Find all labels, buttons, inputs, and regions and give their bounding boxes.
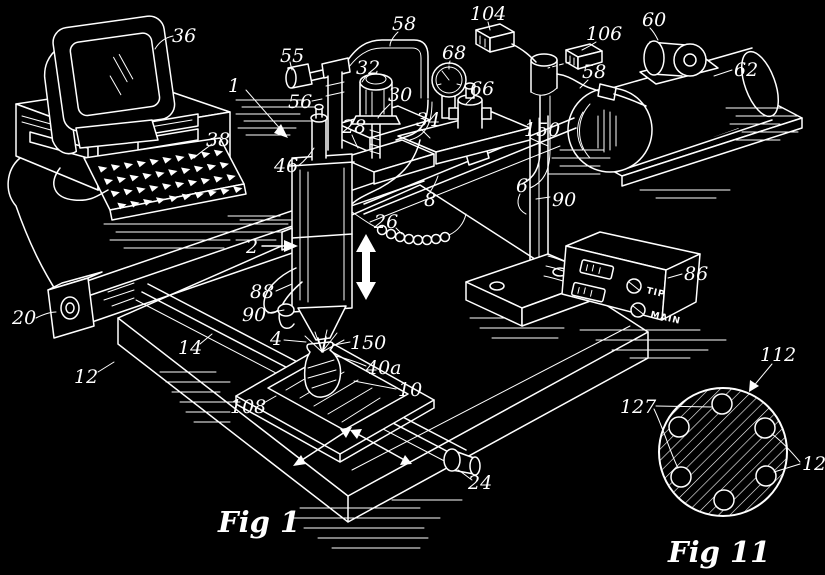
ref-label-8: 8 — [424, 189, 436, 211]
ref-label-1: 1 — [228, 75, 240, 97]
ref-label-150-lower: 150 — [350, 332, 386, 354]
fig11-caption: Fig 11 — [667, 535, 770, 569]
ref-label-90-right: 90 — [552, 189, 576, 211]
ref-label-112: 112 — [760, 344, 796, 366]
ref-label-6: 6 — [516, 175, 528, 197]
ref-label-62: 62 — [734, 59, 758, 81]
ref-label-12: 12 — [74, 366, 98, 388]
ref-label-4: 4 — [269, 328, 282, 350]
ref-label-34: 34 — [416, 109, 440, 131]
ref-label-60: 60 — [642, 9, 666, 31]
fig1-caption: Fig 1 — [217, 505, 300, 539]
ref-label-88: 88 — [250, 281, 274, 303]
ref-label-90-left: 90 — [242, 304, 266, 326]
ref-label-127: 127 — [620, 396, 657, 418]
ref-label-86: 86 — [684, 263, 708, 285]
ref-label-20: 20 — [11, 307, 36, 329]
ref-label-58-right: 58 — [582, 61, 606, 83]
ref-label-40a: 40a — [365, 357, 402, 379]
ref-label-38: 38 — [206, 129, 230, 151]
ref-label-2: 2 — [245, 236, 258, 258]
ref-label-32: 32 — [356, 57, 380, 79]
ref-label-108: 108 — [230, 396, 266, 418]
ref-label-46: 46 — [273, 155, 298, 177]
ref-label-26: 26 — [373, 211, 398, 233]
ref-label-150-upper: 150 — [524, 119, 560, 141]
ref-label-68: 68 — [442, 42, 466, 64]
ref-label-106: 106 — [586, 23, 622, 45]
ref-label-36: 36 — [172, 25, 196, 47]
ref-label-24: 24 — [467, 472, 492, 494]
ref-label-14: 14 — [178, 337, 202, 359]
ref-label-30: 30 — [388, 84, 412, 106]
ref-label-10: 10 — [398, 379, 422, 401]
ref-label-55: 55 — [280, 45, 304, 67]
ref-label-104: 104 — [470, 3, 506, 25]
ref-label-58-left: 58 — [392, 13, 416, 35]
ref-label-28: 28 — [341, 116, 366, 138]
ref-label-128: 128 — [802, 453, 825, 475]
ref-label-56: 56 — [288, 91, 312, 113]
ref-label-66: 66 — [470, 78, 494, 100]
